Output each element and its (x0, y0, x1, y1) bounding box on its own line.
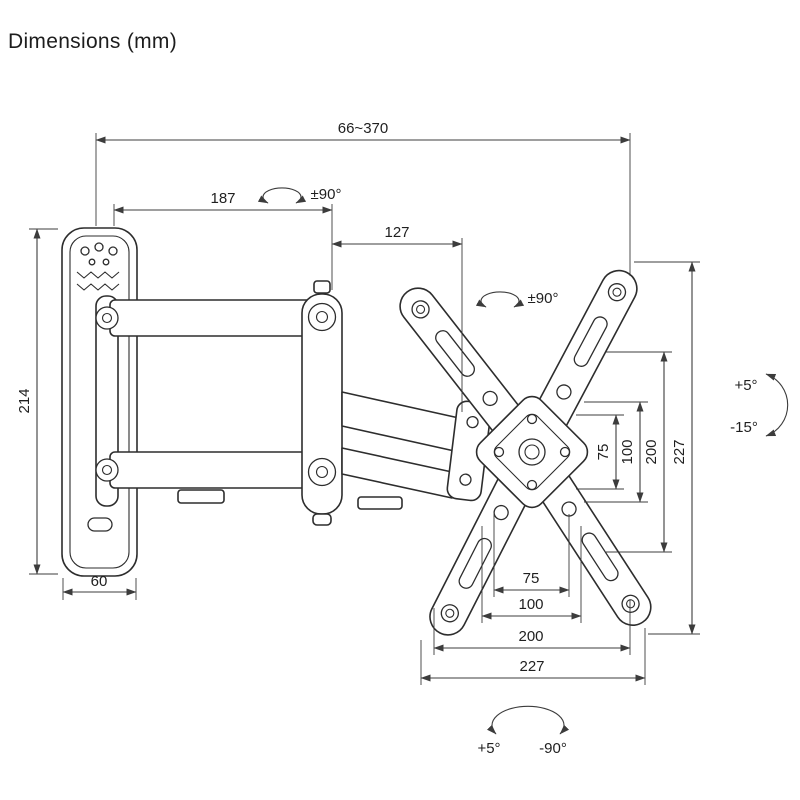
page-title: Dimensions (mm) (8, 30, 178, 53)
dim-plate-width-label: 60 (91, 573, 108, 590)
dim-arm2-label: 127 (384, 224, 409, 241)
tilt-down-label: -15° (730, 419, 758, 436)
articulating-arms (95, 280, 469, 526)
dim-extension-range-label: 66~370 (338, 120, 388, 137)
dim-plate-height: 214 (16, 228, 58, 575)
rotation-plate: +5° -90° (477, 705, 570, 757)
dim-arm2: 127 (331, 224, 463, 412)
rotation-arm2-label: ±90° (528, 290, 559, 307)
dim-vesa-v-227: 227 (634, 261, 700, 635)
dim-vesa-h-227: 227 (420, 628, 646, 685)
dim-vesa-h-75-label: 75 (523, 570, 540, 587)
rotation-plus-label: +5° (477, 740, 500, 757)
dim-vesa-v-200: 200 (606, 351, 672, 553)
vesa-center-plate (475, 395, 589, 509)
dim-vesa-v-100-label: 100 (619, 439, 636, 464)
rotation-arm2: ±90° (475, 290, 559, 308)
dim-vesa-h-75: 75 (493, 514, 570, 597)
tilt-range: +5° -15° (730, 373, 789, 437)
dim-plate-width: 60 (62, 573, 137, 600)
dim-vesa-v-200-label: 200 (643, 439, 660, 464)
dim-arm1: 187 (113, 190, 333, 290)
dim-arm1-label: 187 (210, 190, 235, 207)
dim-vesa-v-75: 75 (576, 414, 624, 490)
dim-vesa-v-75-label: 75 (595, 444, 612, 461)
dim-plate-height-label: 214 (16, 388, 33, 413)
dim-vesa-h-100: 100 (481, 526, 582, 623)
dim-vesa-h-100-label: 100 (518, 596, 543, 613)
dim-vesa-h-200: 200 (433, 600, 631, 655)
tilt-up-label: +5° (734, 377, 757, 394)
rotation-minus-label: -90° (539, 740, 567, 757)
dim-extension-range: 66~370 (95, 120, 631, 276)
dim-vesa-h-227-label: 227 (519, 658, 544, 675)
rotation-arm1-label: ±90° (311, 186, 342, 203)
dim-vesa-v-227-label: 227 (671, 439, 688, 464)
dim-vesa-h-200-label: 200 (518, 628, 543, 645)
dim-vesa-v-100: 100 (584, 401, 648, 503)
rotation-arm1: ±90° (257, 186, 342, 204)
